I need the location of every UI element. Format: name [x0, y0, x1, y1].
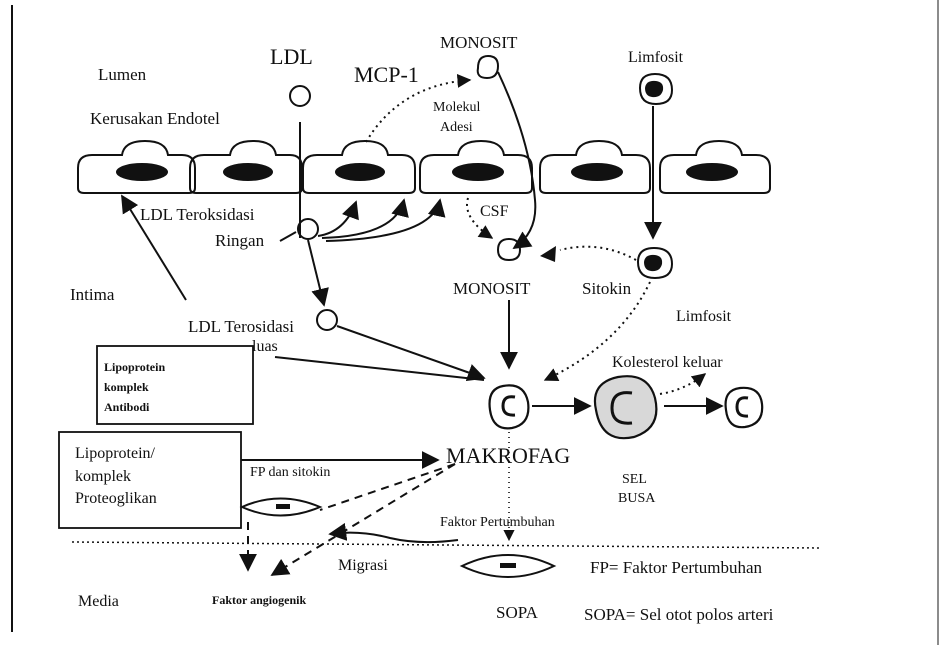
intima-media-boundary	[72, 542, 820, 548]
ldl-mild-to-cell4-arrow	[326, 200, 440, 241]
label-box1-line1: Lipoprotein	[104, 360, 165, 374]
cholesterol-out-arrow	[660, 374, 705, 394]
label-media: Media	[78, 593, 119, 610]
label-makrofag: MAKROFAG	[446, 443, 570, 468]
label-faktor-angiogenik: Faktor angiogenik	[212, 593, 306, 607]
endothelial-cell-1	[78, 141, 195, 193]
label-box2-line3: Proteoglikan	[75, 490, 157, 507]
label-ldl-luas-2: luas	[252, 338, 278, 355]
label-box1-line2: komplek	[104, 380, 149, 394]
endothelial-cell-6	[660, 141, 770, 193]
endothelial-cell-2	[190, 141, 302, 193]
ldl-extensive-to-makrofag-arrow	[337, 326, 484, 378]
smc-intima	[242, 499, 320, 516]
label-molekul: Molekul	[433, 100, 481, 115]
ldl-mild-to-cell3b-arrow	[322, 200, 404, 238]
foam-cell	[595, 376, 656, 438]
label-ldl-ringan-1: LDL Teroksidasi	[140, 205, 255, 224]
monocyte-top-cell	[478, 56, 498, 78]
endothelial-cell-4	[420, 141, 532, 193]
makrofag-to-smc-dashed	[320, 464, 455, 510]
makrofag-cell	[490, 385, 529, 428]
monocyte-migration-arrow	[498, 72, 535, 248]
endothelial-cell-3	[303, 141, 415, 193]
endothelial-cell-5	[540, 141, 650, 193]
label-intima: Intima	[70, 285, 115, 304]
label-adesi: Adesi	[440, 120, 473, 135]
label-ldl-luas-1: LDL Terosidasi	[188, 317, 294, 336]
ldl-extensive-oxidized-particle	[317, 310, 337, 330]
label-lumen: Lumen	[98, 65, 147, 84]
ldl-particle-lumen	[290, 86, 310, 106]
lymphocyte-middle-cell	[638, 248, 672, 278]
label-box1-line3: Antibodi	[104, 400, 150, 414]
lymphocyte-top-cell	[640, 74, 672, 104]
label-sitokin: Sitokin	[582, 279, 632, 298]
label-kerusakan-endotel: Kerusakan Endotel	[90, 109, 220, 128]
label-sel: SEL	[622, 472, 647, 487]
label-box2-line1: Lipoprotein/	[75, 445, 156, 462]
monocyte-middle-cell	[498, 239, 520, 260]
sitokin-to-monocyte-arrow	[560, 247, 636, 260]
label-csf: CSF	[480, 203, 509, 220]
label-fp-sitokin: FP dan sitokin	[250, 465, 330, 480]
label-sopa: SOPA	[496, 603, 539, 622]
label-mcp1: MCP-1	[354, 62, 419, 87]
label-kolesterol-keluar: Kolesterol keluar	[612, 354, 723, 371]
migration-arrow	[330, 533, 458, 542]
legend-sopa: SOPA= Sel otot polos arteri	[584, 605, 774, 624]
ldl-to-extensive-arrow	[308, 240, 324, 305]
label-limfosit-mid: Limfosit	[676, 308, 732, 325]
label-ldl-top: LDL	[270, 44, 313, 69]
label-monosit-mid: MONOSIT	[453, 279, 531, 298]
label-busa: BUSA	[618, 491, 656, 506]
final-cell	[726, 388, 763, 427]
luas-to-makrofag-line	[275, 357, 484, 380]
label-box2-line2: komplek	[75, 468, 131, 485]
smc-media	[462, 555, 554, 577]
label-limfosit-top: Limfosit	[628, 49, 684, 66]
label-monosit-top: MONOSIT	[440, 33, 518, 52]
label-migrasi: Migrasi	[338, 557, 388, 574]
label-ldl-ringan-2: Ringan	[215, 231, 265, 250]
ringan-to-ldl-line	[280, 232, 296, 241]
endothelium-layer	[78, 141, 770, 193]
legend-fp: FP= Faktor Pertumbuhan	[590, 558, 763, 577]
sitokin-arrowhead	[540, 246, 556, 262]
ldl-mild-to-cell3-arrow	[318, 202, 356, 236]
label-faktor-pertumbuhan: Faktor Pertumbuhan	[440, 515, 555, 530]
